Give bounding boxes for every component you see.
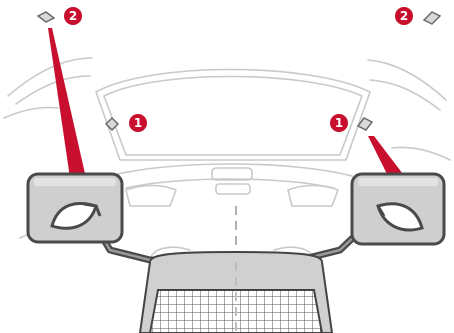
left-detection-beam xyxy=(48,28,86,178)
diamond-sensor-icon xyxy=(424,12,440,24)
seat-back xyxy=(140,252,332,333)
callout-badge-top-left: 2 xyxy=(64,7,82,25)
svg-text:2: 2 xyxy=(400,9,408,23)
svg-text:1: 1 xyxy=(134,116,142,130)
svg-text:1: 1 xyxy=(335,116,343,130)
callout-badge-mid-right: 1 xyxy=(330,114,348,132)
left-mirror-panel xyxy=(28,174,122,242)
callout-badge-top-right: 2 xyxy=(395,7,413,25)
right-mirror-panel xyxy=(352,174,444,244)
diamond-sensor-icon xyxy=(38,12,54,22)
callout-badge-mid-left: 1 xyxy=(129,114,147,132)
svg-text:2: 2 xyxy=(69,9,77,23)
